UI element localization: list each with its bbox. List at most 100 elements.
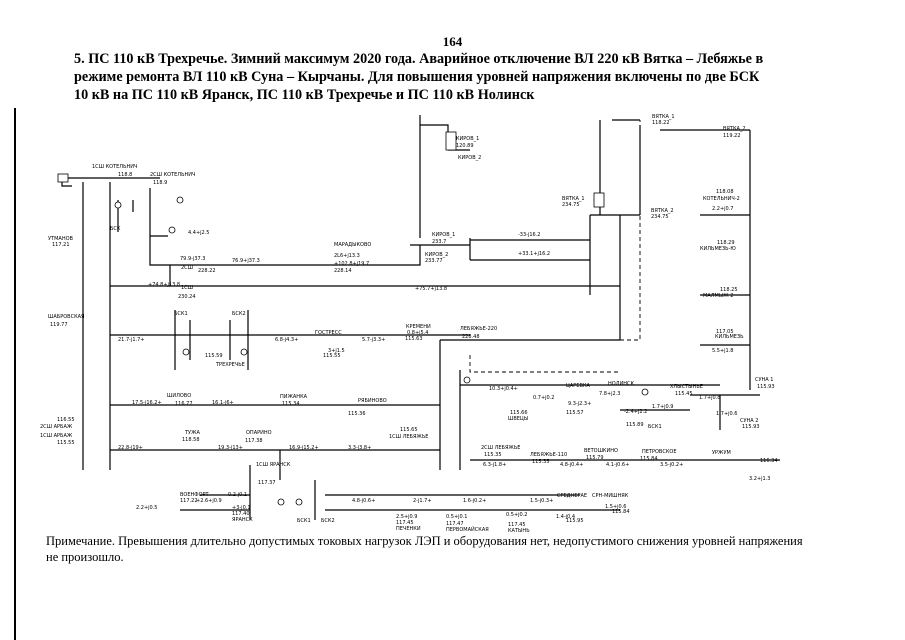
- line: [700, 130, 751, 390]
- bsk-label: БСК: [110, 226, 121, 232]
- flow-value: 1.7+j0.9: [652, 404, 673, 410]
- node-name: ВЯТКА_1: [562, 196, 585, 202]
- flow-value: 17.5-j16.2+: [132, 400, 162, 406]
- flow-value: 1.7+j0.6: [716, 411, 737, 417]
- node-name: МАРАДЫКОВО: [334, 242, 371, 248]
- node-name: 2СШ АРБАЖ: [40, 424, 73, 430]
- heading-line: режиме ремонта ВЛ 110 кВ Суна – Кырчаны.…: [74, 69, 760, 85]
- node-name: 2СШ КОТЕЛЬНИЧ: [150, 172, 195, 178]
- node-value: 117.37: [258, 480, 276, 486]
- node-value: 115.84: [640, 456, 658, 462]
- flow-value: 2.2+j0.7: [712, 206, 733, 212]
- node-value: 115.65: [400, 427, 418, 433]
- bsk-label: БСК2: [321, 518, 335, 524]
- flow-value: 6.8-j4.3+: [275, 337, 298, 343]
- flow-value: +3-j0.1: [232, 505, 251, 511]
- node-name: ВЯТКА_2: [651, 208, 674, 214]
- line: [439, 339, 620, 470]
- flow-value: +74.8+j13.8: [148, 282, 180, 288]
- node-value: 118.8: [118, 172, 132, 178]
- node-value: 115.34: [282, 401, 300, 407]
- flow-value: 5.5+j1.8: [712, 348, 733, 354]
- node-circle: [641, 388, 649, 396]
- node-name: ШИЛОВО: [167, 393, 191, 399]
- node-value: 233.7: [432, 239, 446, 245]
- node-circle: [114, 201, 122, 209]
- line: [110, 404, 440, 451]
- page-note: Примечание. Превышения длительно допусти…: [46, 533, 846, 565]
- node-name: ВЕТОШКИНО: [584, 448, 618, 454]
- flow-value: 1.7+j0.8: [699, 395, 720, 401]
- node-value: 115.84: [612, 509, 630, 515]
- node-value: 118.9: [153, 180, 167, 186]
- node-box: [57, 173, 69, 183]
- node-name: ГОСТРЕСС: [315, 330, 342, 336]
- flow-value: 0.5+j0.2: [506, 512, 527, 518]
- line: [469, 120, 641, 373]
- heading-line: 5. ПС 110 кВ Трехречье. Зимний максимум …: [74, 51, 764, 67]
- flow-value: 3.2+j1.3: [749, 476, 770, 482]
- bsk-label: БСК1: [297, 518, 311, 524]
- line: [149, 188, 421, 266]
- flow-labels: 4.4+j2.5 79.9-j37.3 76.9+j37.3 2L6+j13.3…: [118, 206, 770, 520]
- bsk-label: БСК1: [648, 424, 662, 430]
- flow-value: 0.7+j0.2: [533, 395, 554, 401]
- node-value: 117.45: [508, 522, 526, 528]
- page-heading: 5. ПС 110 кВ Трехречье. Зимний максимум …: [74, 50, 844, 104]
- node-name: ЦАРЕВКА: [566, 383, 590, 389]
- node-name: ТУЖА: [184, 430, 200, 436]
- node-name: ВОЕНФОРТ: [180, 492, 210, 498]
- node-value: 228.22: [198, 268, 216, 274]
- line: [589, 125, 641, 295]
- node-name: 1СШ: [181, 285, 193, 291]
- line: [325, 494, 620, 511]
- flow-value: 1.4-j0.4: [556, 514, 575, 520]
- flow-value: 22.8-j19+: [118, 445, 143, 451]
- node-name: ШАБРОВСКАЯ: [48, 314, 85, 320]
- node-name: 2СШ: [181, 265, 193, 271]
- node-value: 117.38: [245, 438, 263, 444]
- node-value: 119.77: [50, 322, 68, 328]
- node-name: 1СШ КОТЕЛЬНИЧ: [92, 164, 137, 170]
- dashed-links: [469, 120, 641, 373]
- node-value: 234.75: [651, 214, 669, 220]
- node-labels: 1СШ КОТЕЛЬНИЧ 118.8 2СШ КОТЕЛЬНИЧ 118.9 …: [40, 114, 778, 534]
- flow-value: 10.3+j0.4+: [489, 386, 518, 392]
- node-circle: [277, 498, 285, 506]
- line: [174, 310, 249, 370]
- flow-value: 3.3-j3.8+: [348, 445, 371, 451]
- flow-value: 2.5+j0.9: [396, 514, 417, 520]
- node-name: КИЛЬМЕЗЬ: [715, 334, 744, 340]
- node-value: 234.75: [562, 202, 580, 208]
- line: [169, 265, 620, 287]
- flow-value: 2L6+j13.3: [334, 253, 360, 259]
- flow-value: -2.4+j2.2: [624, 409, 647, 415]
- node-name: 1СШ ЯРАНСК: [256, 462, 291, 468]
- line: [61, 177, 160, 187]
- node-value: 118.22: [652, 120, 670, 126]
- node-circle: [463, 376, 471, 384]
- node-value: 117.47: [446, 521, 464, 527]
- flow-value: 16.9-j15.2+: [289, 445, 319, 451]
- line: [459, 370, 720, 470]
- node-value: 115.66: [510, 410, 528, 416]
- node-name: КИРОВ_2: [425, 252, 448, 258]
- node-name: ВЯТКА_2: [723, 126, 746, 132]
- node-box: [593, 192, 605, 208]
- node-name: КОТЕЛЬНИЧ-2: [703, 196, 740, 202]
- node-value: 118.29: [717, 240, 735, 246]
- node-name: 1СШ АРБАЖ: [40, 433, 73, 439]
- flow-value: 9.3-j2.3+: [568, 401, 591, 407]
- node-name: 2СШ ЛЕБЯЖЬЕ: [481, 445, 520, 451]
- flow-value: 1.5-j0.3+: [530, 498, 553, 504]
- node-value: 116.77: [175, 401, 193, 407]
- note-line: Примечание. Превышения длительно допусти…: [46, 534, 803, 548]
- node-name: ЛЕБЯЖЬЕ-220: [460, 326, 497, 332]
- scan-edge: [14, 108, 16, 640]
- line: [82, 182, 111, 470]
- flow-value: 1.6-j0.2+: [463, 498, 486, 504]
- flow-value: 4.8-j0.4+: [560, 462, 583, 468]
- node-name: 1СШ ЛЕБЯЖЬЕ: [389, 434, 428, 440]
- flow-value: -33-j16.2: [518, 232, 541, 238]
